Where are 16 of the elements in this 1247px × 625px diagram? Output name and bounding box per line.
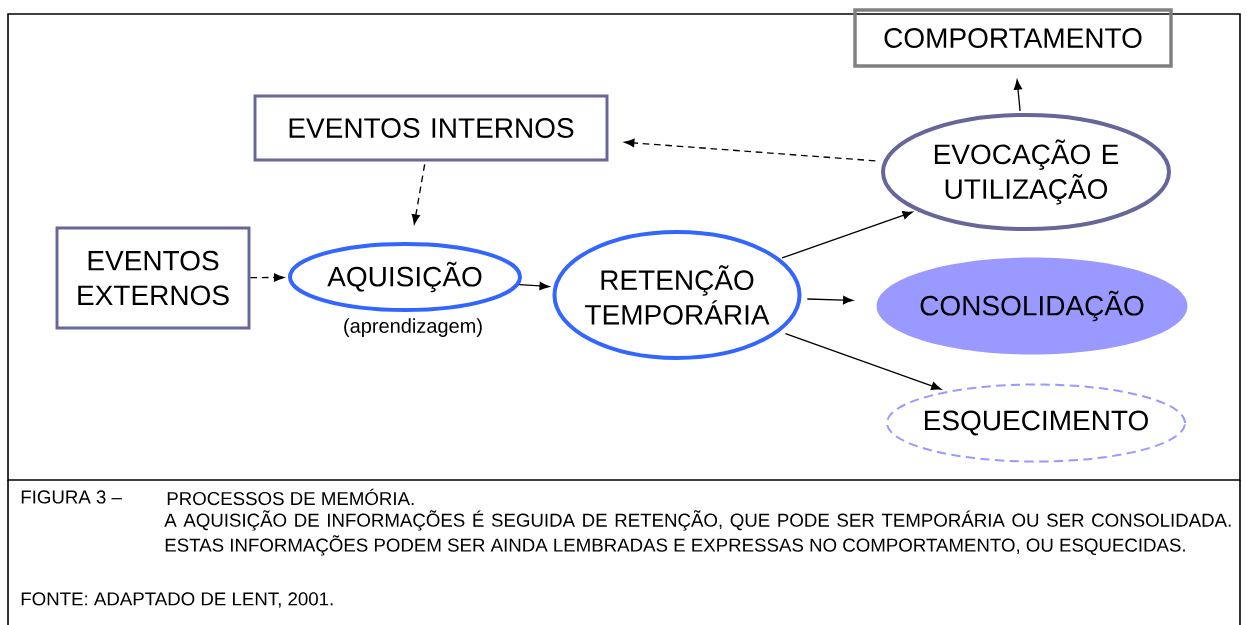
process-box: EVENTOS EXTERNOS: [55, 226, 251, 330]
caption-text: PROCESSOS DE MEMÓRIA.: [167, 488, 414, 506]
arrow: [781, 211, 913, 259]
caption-text: A AQUISIÇÃO DE INFORMAÇÕES É SEGUIDA DE RETENÇÃO, QUE PODE SER TEMPORÁRIA OU SER CONSOLIDADA. ESTAS INFORMAÇÕES PODEM SER AINDA LEMBRADAS E EXPRESSAS NO COMPORTAMENTO, OU ESQUECIDAS.: [164, 510, 1231, 556]
caption-text: FIGURA 3 –: [21, 490, 122, 504]
arrow: [624, 138, 877, 162]
arrow: [1013, 79, 1023, 112]
node-caption: (aprendizagem): [344, 318, 482, 337]
caption-text: FONTE: ADAPTADO DE LENT, 2001.: [21, 592, 333, 608]
arrow: [518, 281, 550, 291]
arrow: [784, 333, 942, 390]
arrow: [411, 163, 426, 225]
process-box: EVENTOS INTERNOS: [253, 94, 609, 162]
process-box: COMPORTAMENTO: [853, 8, 1173, 68]
arrow: [806, 296, 854, 305]
arrow: [249, 273, 285, 282]
